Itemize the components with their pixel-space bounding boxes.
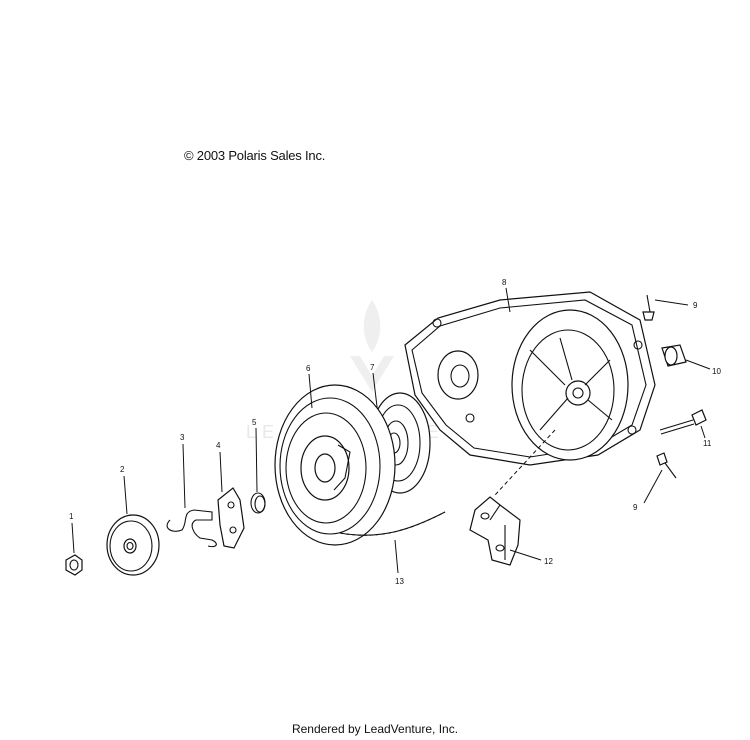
callout-9-lower: 9 bbox=[633, 503, 638, 512]
callout-9-upper: 9 bbox=[693, 301, 698, 310]
part-12-bracket[interactable] bbox=[469, 496, 521, 566]
part-10-bushing[interactable] bbox=[661, 344, 687, 367]
callout-13: 13 bbox=[395, 577, 404, 586]
callout-7: 7 bbox=[370, 363, 375, 372]
footer-credit: Rendered by LeadVenture, Inc. bbox=[291, 722, 459, 736]
part-1-nut[interactable] bbox=[65, 554, 83, 576]
callout-4: 4 bbox=[216, 441, 221, 450]
part-3-wire-clip[interactable] bbox=[166, 509, 217, 548]
part-5-spring[interactable] bbox=[250, 492, 266, 514]
callout-5: 5 bbox=[252, 418, 257, 427]
part-11-bolt[interactable] bbox=[659, 409, 707, 435]
part-9-upper-rivet[interactable] bbox=[642, 294, 655, 321]
part-9-lower-rivet[interactable] bbox=[656, 452, 677, 479]
part-6-rope-pulley[interactable] bbox=[274, 384, 396, 546]
callout-3: 3 bbox=[180, 433, 185, 442]
part-4-pawl[interactable] bbox=[217, 487, 245, 549]
callout-8: 8 bbox=[502, 278, 507, 287]
callout-11: 11 bbox=[703, 439, 712, 448]
callout-12: 12 bbox=[544, 557, 553, 566]
part-2-cam-plate[interactable] bbox=[106, 514, 160, 576]
callout-2: 2 bbox=[120, 465, 125, 474]
callout-1: 1 bbox=[69, 512, 74, 521]
part-8-recoil-housing[interactable] bbox=[404, 291, 656, 466]
copyright-notice: © 2003 Polaris Sales Inc. bbox=[184, 148, 326, 163]
part-13-starter-rope[interactable] bbox=[339, 511, 446, 536]
callout-10: 10 bbox=[712, 367, 721, 376]
callout-6: 6 bbox=[306, 364, 311, 373]
